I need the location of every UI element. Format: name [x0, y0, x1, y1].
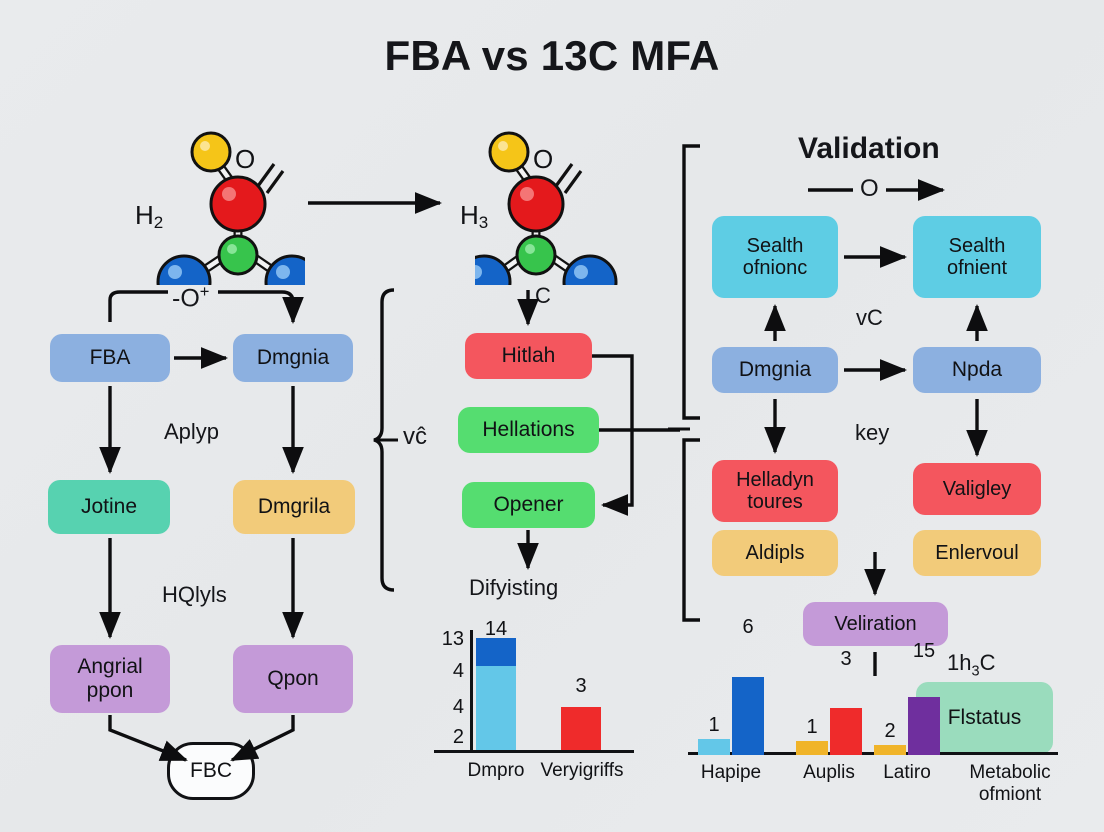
label-aplyp: Aplyp: [164, 419, 220, 444]
node-angrial-ppon[interactable]: Angrial ppon: [50, 645, 170, 713]
chart-dmpro-y-axis: [470, 630, 473, 752]
node-sealth-ofnionc[interactable]: Sealth ofnionc: [712, 216, 838, 298]
chart-latiro-bar-b: [908, 697, 940, 755]
node-hitlah[interactable]: Hitlah: [465, 333, 592, 379]
node-aldipls[interactable]: Aldipls: [712, 530, 838, 576]
node-veliration[interactable]: Veliration: [803, 602, 948, 646]
chart-veryigriffs-bar: [561, 707, 601, 750]
molecule-right-h-label: H3: [460, 200, 489, 232]
chart-dmpro-ytick: 4: [452, 696, 464, 718]
chart-dmpro-ytick: 4: [452, 660, 464, 682]
chart-dmpro-x-axis: [434, 750, 634, 753]
chart-auplis-bar-b-value: 3: [840, 648, 852, 670]
chart-veryigriffs-bar-value: 3: [575, 675, 587, 697]
chart-auplis-bar-a-value: 1: [806, 716, 818, 738]
node-dmgnia-right[interactable]: Dmgnia: [712, 347, 838, 393]
chart-dmpro-ytick: 13: [441, 628, 464, 650]
label-c-mid: C: [535, 283, 551, 308]
chart-dmpro-bar-lower: [476, 666, 516, 750]
chart-hapipe-bar-b: [732, 677, 764, 755]
brace-left-vc: [373, 288, 395, 592]
chart-dmpro-xtick: Dmpro: [467, 760, 525, 781]
label-brace-left-vc: vĉ: [403, 423, 427, 450]
chart-dmpro-ytick: 2: [452, 726, 464, 748]
node-qpon[interactable]: Qpon: [233, 645, 353, 713]
chart-dmpro: 13 4 4 2 14 3 Dmpro Veryigriffs: [424, 618, 644, 800]
arrow-oplus-left: [108, 290, 168, 322]
node-valigley[interactable]: Valigley: [913, 463, 1041, 515]
node-opener[interactable]: Opener: [462, 482, 595, 528]
node-sealth-ofnient[interactable]: Sealth ofnient: [913, 216, 1041, 298]
node-jotine[interactable]: Jotine: [48, 480, 170, 534]
node-fbc[interactable]: FBC: [167, 742, 255, 800]
section-heading-validation: Validation: [798, 132, 940, 165]
arrow-oplus-right: [218, 290, 304, 325]
node-enlervoul[interactable]: Enlervoul: [913, 530, 1041, 576]
bracket-right-top: [682, 144, 700, 420]
label-hqlyls: HQlyls: [162, 582, 227, 607]
chart-hapipe-bar-b-value: 6: [742, 616, 754, 638]
chart-dmpro-bar-value: 14: [484, 618, 508, 640]
node-helladyn-toures[interactable]: Helladyn toures: [712, 460, 838, 522]
chart-metabolic-xtick: Metabolic ofmiont: [969, 762, 1051, 805]
node-dmgnia-left[interactable]: Dmgnia: [233, 334, 353, 382]
label-vc-right: vC: [856, 305, 883, 330]
molecule-right: H3 O: [460, 120, 625, 285]
molecule-left: H2 O: [135, 120, 305, 285]
label-difyisting: Difyisting: [469, 575, 559, 600]
node-dmgrila[interactable]: Dmgrila: [233, 480, 355, 534]
chart-auplis-bar-a: [796, 741, 828, 755]
chart-hapipe-bar-a: [698, 739, 730, 755]
molecule-left-o-label: O: [235, 144, 256, 174]
chart-dmpro-xtick: Veryigriffs: [540, 760, 624, 781]
node-fba[interactable]: FBA: [50, 334, 170, 382]
label-validation-o: O: [860, 175, 879, 202]
molecule-right-o-label: O: [533, 144, 554, 174]
label-1h3c: 1h3C: [947, 650, 996, 680]
node-fbc-label: FBC: [190, 759, 232, 782]
chart-hapipe-xtick: Hapipe: [700, 762, 762, 783]
chart-latiro-bar-a-value: 2: [884, 720, 896, 742]
chart-dmpro-bar-upper: [476, 638, 516, 666]
label-key: key: [855, 420, 890, 445]
chart-latiro-bar-a: [874, 745, 906, 755]
chart-auplis-xtick: Auplis: [803, 762, 855, 783]
chart-latiro-xtick: Latiro: [883, 762, 931, 783]
chart-hapipe-bar-a-value: 1: [708, 714, 720, 736]
node-hellations[interactable]: Hellations: [458, 407, 599, 453]
chart-hapipe: 1 6 Hapipe 1 3 Auplis 2 15 Latiro Metabo…: [688, 616, 1058, 810]
molecule-left-h-label: H2: [135, 200, 164, 232]
chart-auplis-bar-b: [830, 708, 862, 755]
page-title: FBA vs 13C MFA: [384, 32, 720, 79]
bracket-right-bottom: [682, 438, 700, 622]
node-npda[interactable]: Npda: [913, 347, 1041, 393]
chart-hapipe-x-axis: [688, 752, 1058, 755]
chart-latiro-bar-b-value: 15: [912, 640, 936, 662]
label-o-plus: -O+: [172, 283, 210, 313]
